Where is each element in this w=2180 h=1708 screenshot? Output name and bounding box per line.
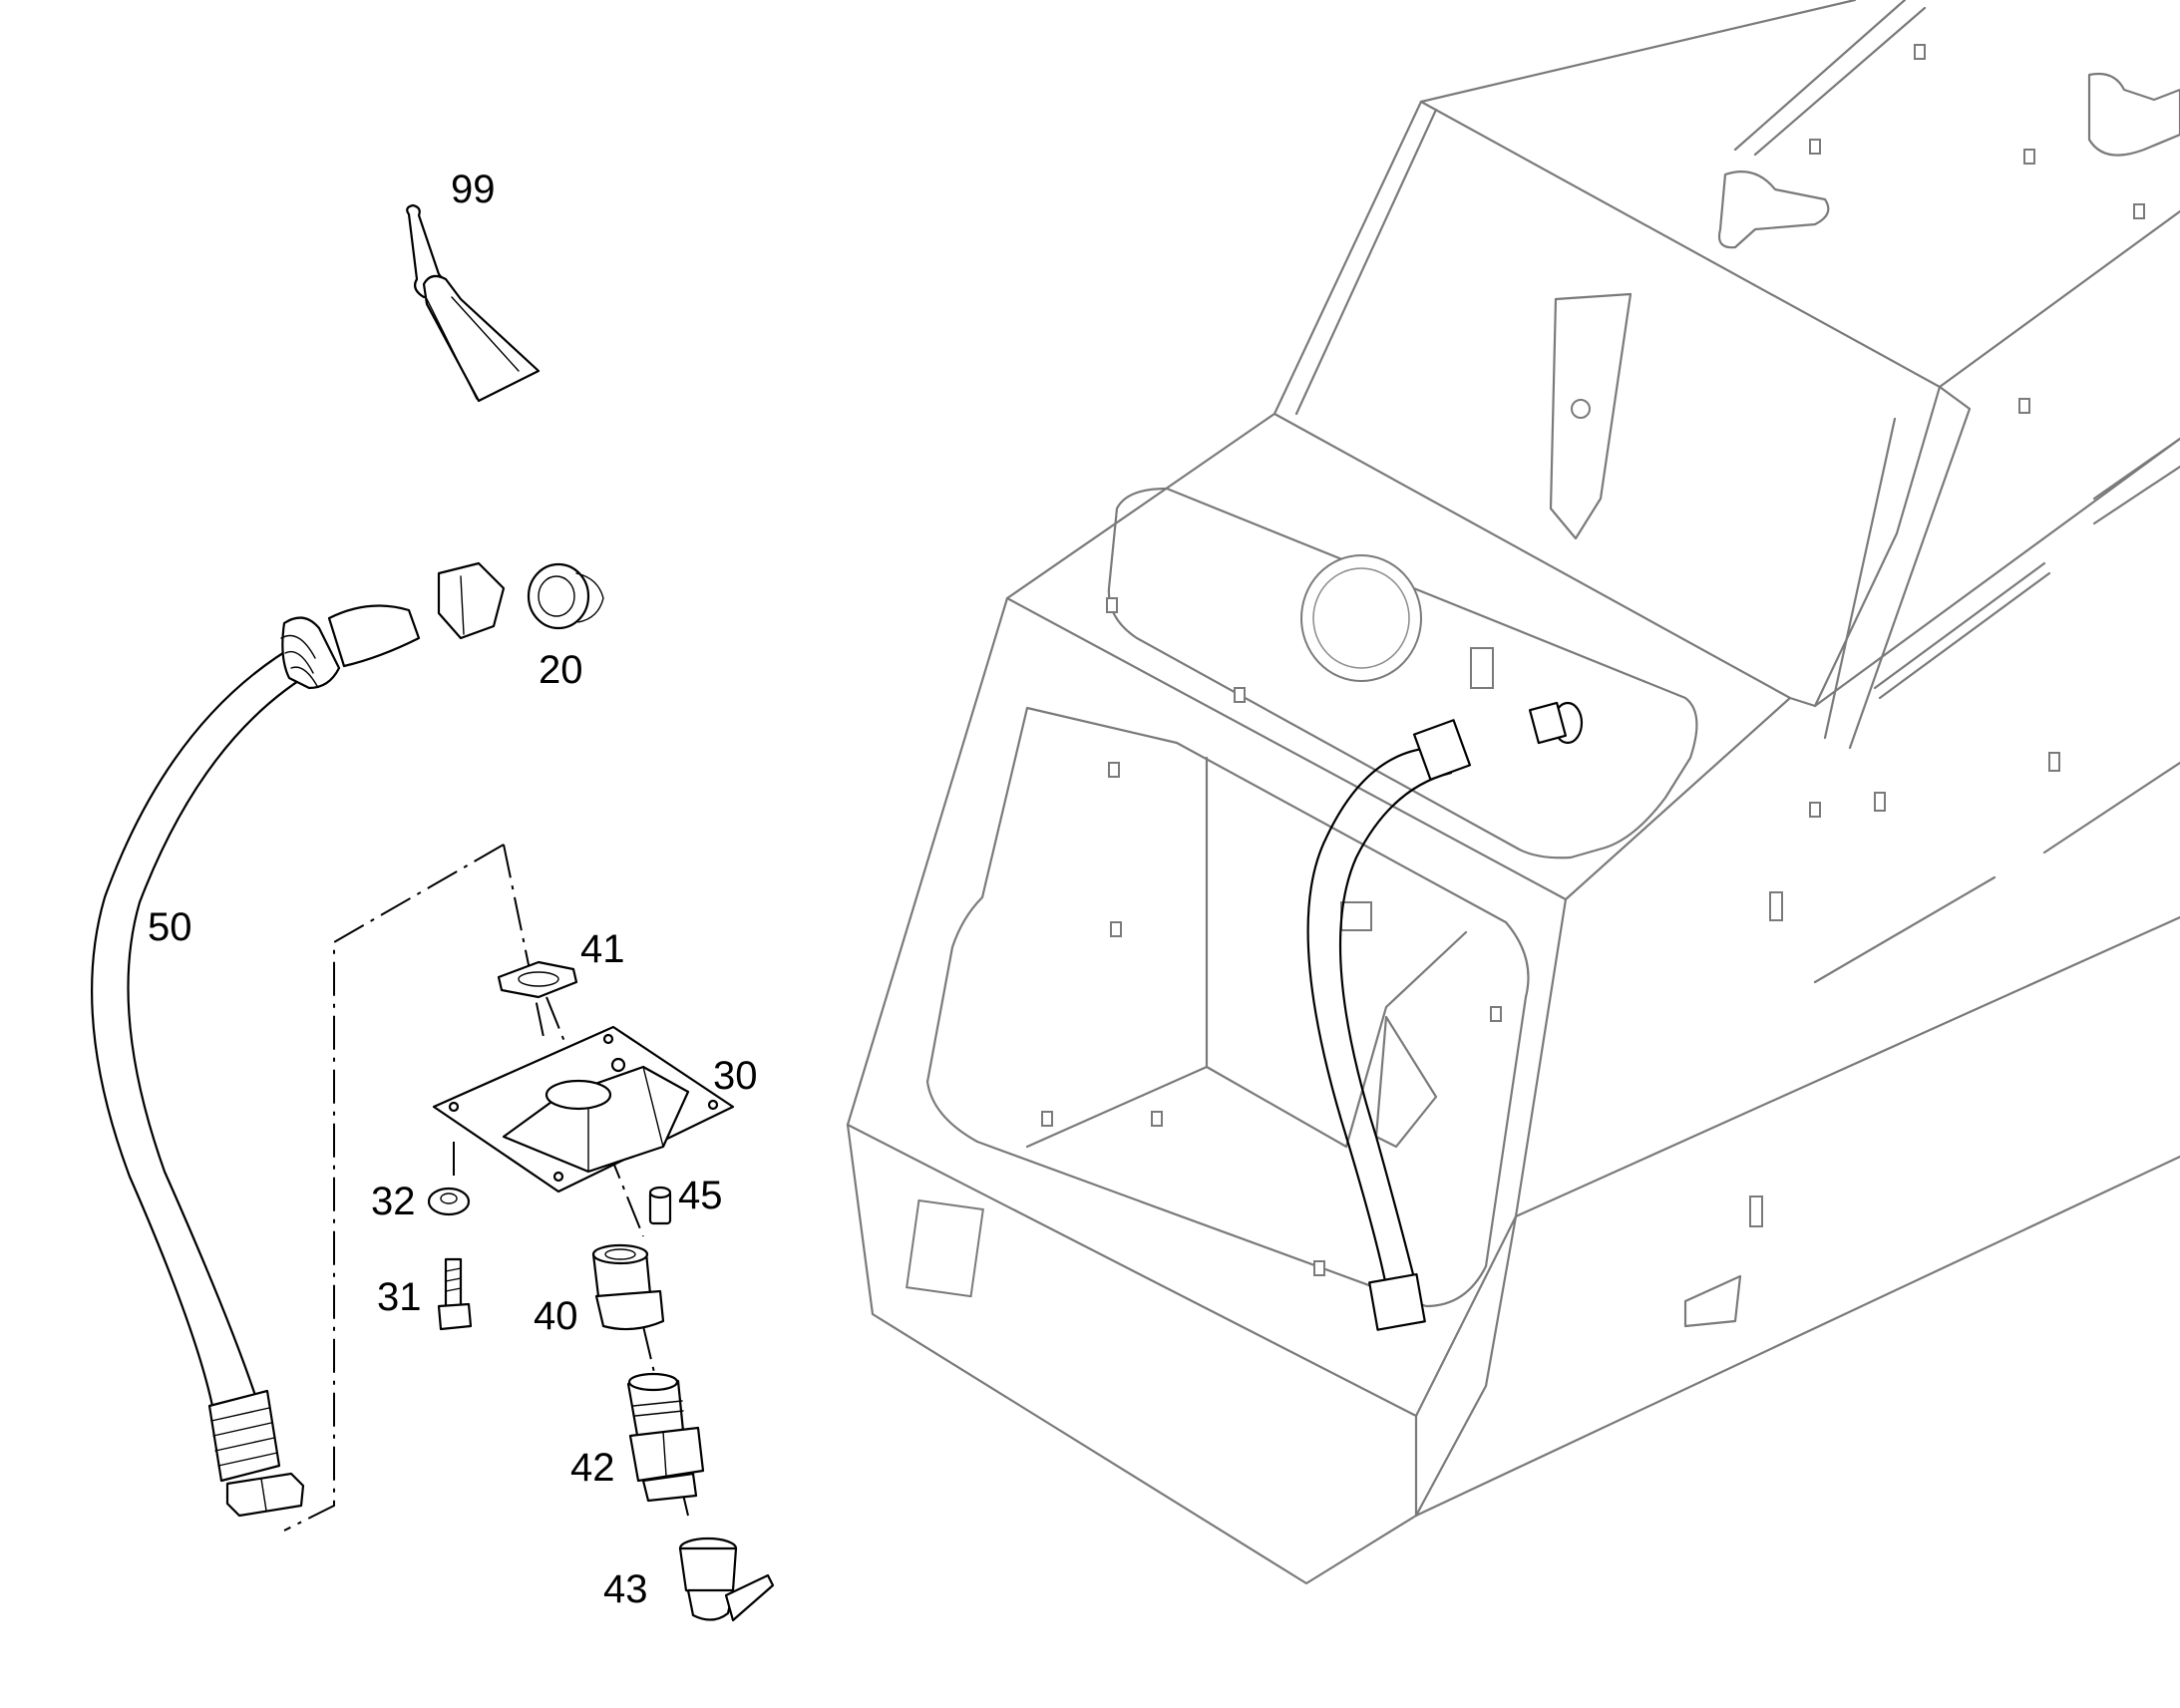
part-32-washer (427, 1187, 471, 1216)
callout-50: 50 (148, 905, 192, 949)
machine-frame (846, 0, 2180, 1585)
part-99-sealant-tube (406, 203, 541, 403)
callout-31: 31 (377, 1275, 422, 1319)
part-50-hose (91, 561, 506, 1518)
part-20-fitting (527, 562, 604, 630)
callout-40: 40 (534, 1294, 578, 1338)
callout-labels: 99 20 50 41 30 32 45 31 40 42 43 (148, 168, 758, 1611)
callout-99: 99 (451, 168, 496, 211)
callout-32: 32 (371, 1180, 416, 1223)
callout-30: 30 (713, 1054, 758, 1098)
part-31-bolt (437, 1257, 473, 1331)
callout-45: 45 (678, 1174, 723, 1217)
callout-41: 41 (580, 927, 625, 971)
frame-bolts (1041, 44, 2145, 1276)
callout-42: 42 (570, 1446, 615, 1490)
assembly-centerlines (283, 844, 689, 1532)
part-40-adapter (591, 1243, 665, 1331)
part-43-dust-cap (678, 1537, 775, 1622)
part-42-coupling (626, 1372, 705, 1503)
part-45-screw (648, 1186, 672, 1225)
part-30-mounting-plate (432, 1025, 735, 1194)
part-41-lock-nut (497, 960, 578, 999)
callout-43: 43 (603, 1567, 648, 1611)
callout-20: 20 (539, 648, 583, 692)
